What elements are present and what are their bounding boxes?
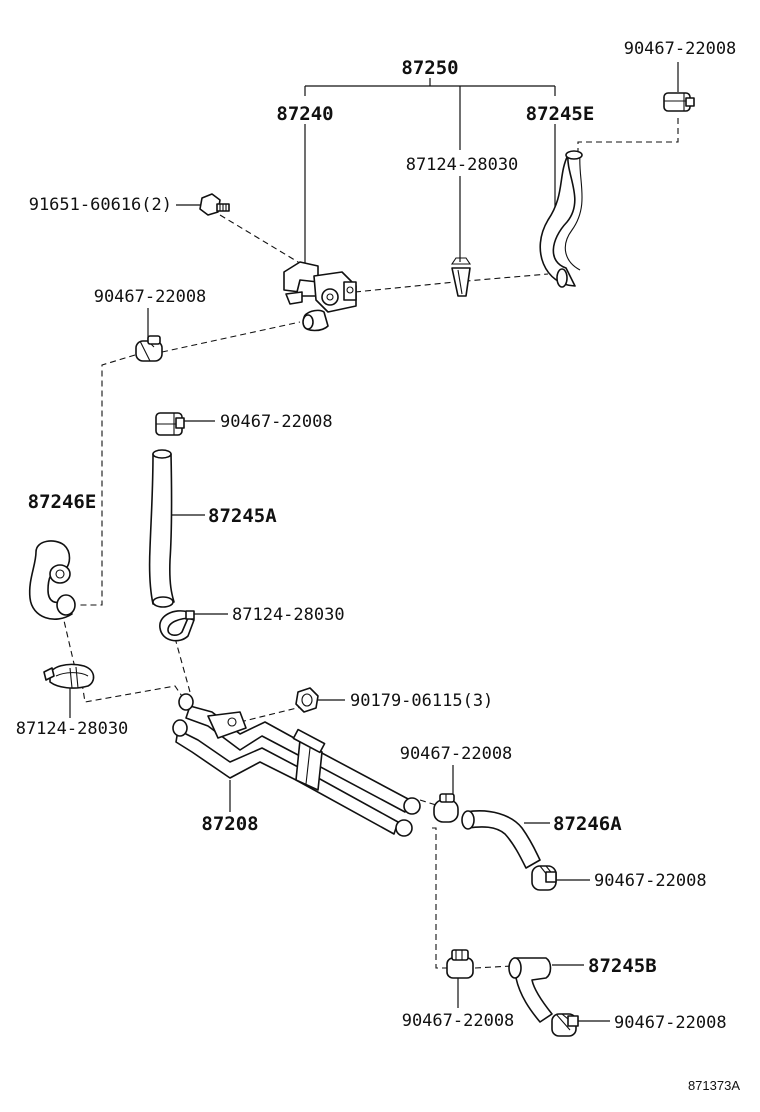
- label-87246a: 87246A: [553, 813, 622, 835]
- clamp-right-mid-icon: [433, 793, 459, 823]
- diagram-reference-code: 871373A: [688, 1078, 740, 1093]
- hose-87246e-icon: [28, 540, 76, 620]
- clamp-left-upper-icon: [135, 335, 163, 362]
- label-87246e: 87246E: [28, 491, 97, 513]
- label-90467-mid: 90467-22008: [220, 412, 333, 432]
- clamp-mid-icon: [155, 412, 185, 436]
- label-87124-top: 87124-28030: [406, 155, 519, 175]
- clip-top-icon: [450, 257, 472, 297]
- hose-87245a-icon: [148, 449, 175, 608]
- clamp-top-right-icon: [663, 92, 695, 112]
- label-91651: 91651-60616(2): [29, 195, 172, 215]
- label-90179: 90179-06115(3): [350, 691, 493, 711]
- label-87245b: 87245B: [588, 955, 657, 977]
- part-labels: 87250 87240 87245E 87124-28030 91651-606…: [16, 39, 741, 1093]
- hose-87246a-icon: [461, 810, 541, 869]
- water-valve-icon: [283, 261, 357, 332]
- label-90467-bottom-mid: 90467-22008: [402, 1011, 515, 1031]
- label-90467-bottom-right: 90467-22008: [614, 1013, 727, 1033]
- label-87245e: 87245E: [526, 103, 595, 125]
- label-90467-top-right: 90467-22008: [624, 39, 737, 59]
- hose-87245e-icon: [539, 150, 583, 288]
- label-87250: 87250: [401, 57, 458, 79]
- label-87240: 87240: [276, 103, 333, 125]
- label-87124-left: 87124-28030: [16, 719, 129, 739]
- nut-icon: [295, 687, 319, 713]
- clip-mid-icon: [159, 610, 195, 642]
- clamp-bottom-right-icon: [551, 1013, 579, 1037]
- clamp-bottom-mid-icon: [446, 949, 474, 979]
- label-87208: 87208: [201, 813, 258, 835]
- bolt-icon: [199, 193, 230, 216]
- clamp-right-lower-icon: [531, 865, 557, 891]
- label-90467-right-lower: 90467-22008: [594, 871, 707, 891]
- pipe-assembly-87208-icon: [172, 693, 421, 837]
- label-87124-mid: 87124-28030: [232, 605, 345, 625]
- clip-left-icon: [43, 663, 95, 689]
- label-90467-right-mid: 90467-22008: [400, 744, 513, 764]
- label-90467-left-upper: 90467-22008: [94, 287, 207, 307]
- hose-87245b-icon: [508, 957, 553, 1023]
- leader-lines: [69, 62, 679, 1022]
- label-87245a: 87245A: [208, 505, 277, 527]
